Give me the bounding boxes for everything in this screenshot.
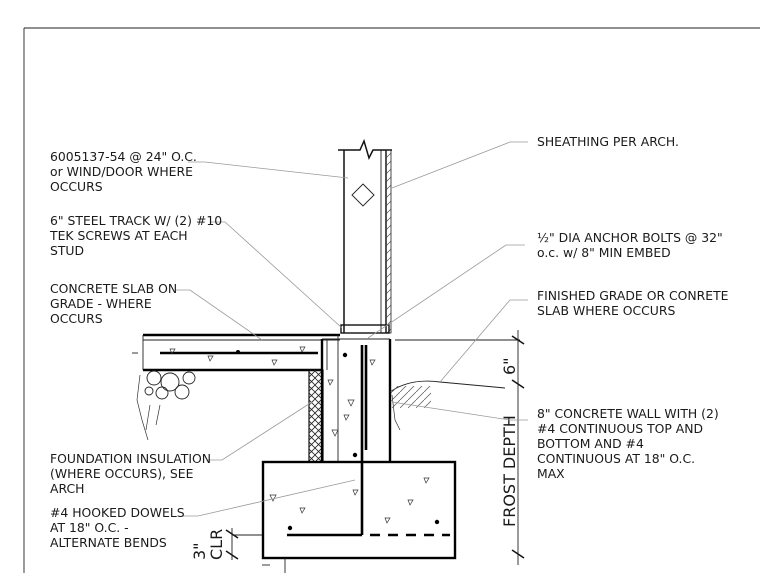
- note-wall: 8" CONCRETE WALL WITH (2) #4 CONTINUOUS …: [537, 406, 719, 481]
- leader-lines: [175, 141, 528, 517]
- note-grade: FINISHED GRADE OR CONRETE SLAB WHERE OCC…: [537, 288, 729, 318]
- note-grade-line: SLAB WHERE OCCURS: [537, 303, 675, 318]
- dimension-3-inch: 3": [190, 542, 209, 560]
- sheet-border: [23, 27, 760, 573]
- note-dowels-line: ALTERNATE BENDS: [50, 535, 167, 550]
- note-track: 6" STEEL TRACK W/ (2) #10 TEK SCREWS AT …: [49, 213, 222, 258]
- note-dowels-line: AT 18" O.C. -: [50, 520, 129, 535]
- note-wall-line: BOTTOM AND #4: [537, 436, 644, 451]
- note-wall-line: 8" CONCRETE WALL WITH (2): [537, 406, 719, 421]
- dimension-6-inch: 6": [500, 357, 519, 375]
- note-track-line: STUD: [50, 243, 84, 258]
- note-insulation-line: (WHERE OCCURS), SEE: [50, 466, 194, 481]
- note-track-line: 6" STEEL TRACK W/ (2) #10: [50, 213, 222, 228]
- concrete-wall: [320, 335, 392, 535]
- dimension-clr: CLR: [207, 529, 226, 560]
- gravel-base: [136, 370, 196, 441]
- note-grade-line: FINISHED GRADE OR CONRETE: [537, 288, 729, 303]
- note-insulation-line: FOUNDATION INSULATION: [50, 451, 211, 466]
- note-anchor: ½" DIA ANCHOR BOLTS @ 32" o.c. w/ 8" MIN…: [537, 230, 723, 260]
- note-slab: CONCRETE SLAB ON GRADE - WHERE OCCURS: [50, 281, 177, 326]
- note-sheathing: SHEATHING PER ARCH.: [537, 134, 679, 149]
- note-insulation: FOUNDATION INSULATION (WHERE OCCURS), SE…: [50, 451, 211, 496]
- note-anchor-line: ½" DIA ANCHOR BOLTS @ 32": [537, 230, 723, 245]
- note-sheathing-line: SHEATHING PER ARCH.: [537, 134, 679, 149]
- dimension-lines: [225, 330, 525, 565]
- note-anchor-line: o.c. w/ 8" MIN EMBED: [537, 245, 671, 260]
- steel-stud-wall: [338, 138, 392, 333]
- note-dowels: #4 HOOKED DOWELS AT 18" O.C. - ALTERNATE…: [50, 505, 185, 550]
- steel-track: [340, 324, 390, 334]
- note-stud-line: or WIND/DOOR WHERE: [50, 164, 193, 179]
- note-wall-line: MAX: [537, 466, 565, 481]
- note-slab-line: CONCRETE SLAB ON: [50, 281, 177, 296]
- note-track-line: TEK SCREWS AT EACH: [49, 228, 188, 243]
- note-slab-line: GRADE - WHERE: [50, 296, 152, 311]
- note-insulation-line: ARCH: [50, 481, 84, 496]
- note-wall-line: #4 CONTINUOUS TOP AND: [537, 421, 703, 436]
- concrete-footing: [261, 460, 457, 573]
- dimension-frost-depth: FROST DEPTH: [500, 415, 519, 527]
- note-slab-line: OCCURS: [50, 311, 103, 326]
- slab-on-grade: [132, 333, 340, 372]
- note-dowels-line: #4 HOOKED DOWELS: [50, 505, 185, 520]
- note-stud: 6005137-54 @ 24" O.C. or WIND/DOOR WHERE…: [50, 149, 197, 194]
- exterior-grade: [389, 339, 520, 431]
- note-stud-line: 6005137-54 @ 24" O.C.: [50, 149, 197, 164]
- note-stud-line: OCCURS: [50, 179, 103, 194]
- note-wall-line: CONTINUOUS AT 18" O.C.: [537, 451, 695, 466]
- sheathing: [385, 149, 392, 334]
